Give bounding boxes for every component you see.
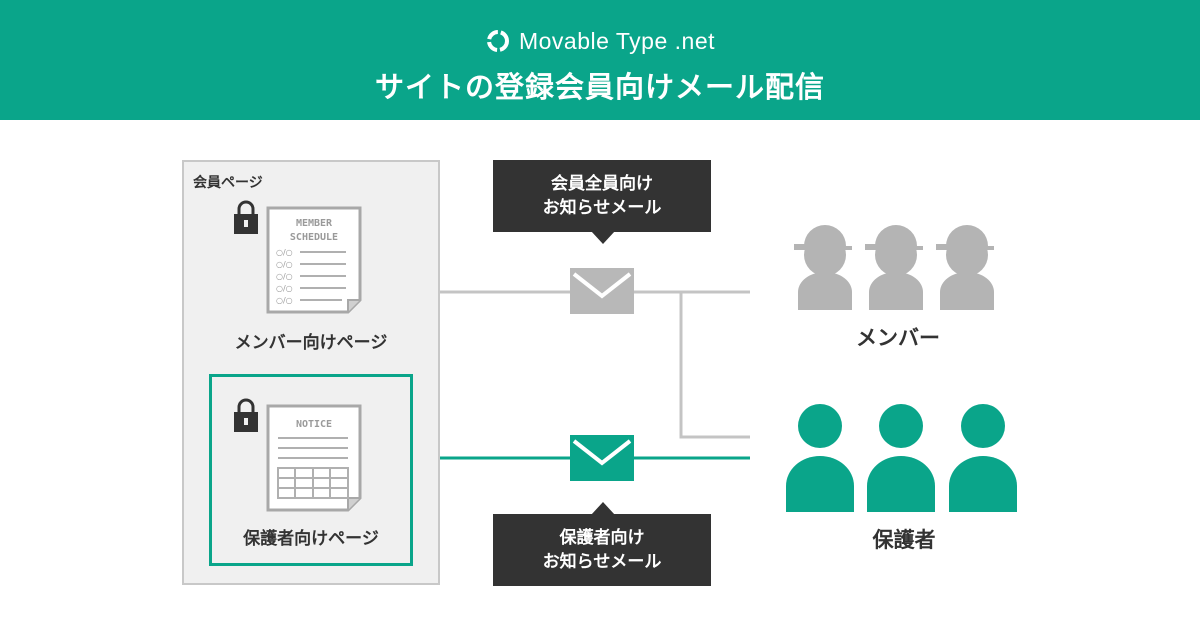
notice-document[interactable]: NOTICE — [232, 398, 367, 516]
guardian-person-icon — [949, 404, 1017, 512]
member-person-icon — [936, 225, 994, 310]
schedule-row-date: ○/○ — [276, 296, 293, 305]
schedule-row-date: ○/○ — [276, 248, 293, 257]
page-title: サイトの登録会員向けメール配信 — [374, 70, 825, 104]
member-page-label: メンバー向けページ — [234, 333, 388, 353]
members-group-icon — [794, 225, 994, 310]
guardian-person-icon — [786, 404, 854, 512]
member-area-label: 会員ページ — [193, 175, 263, 191]
guardians-label: 保護者 — [872, 528, 936, 552]
schedule-row-date: ○/○ — [276, 272, 293, 281]
doc-title-line1: MEMBER — [296, 218, 333, 229]
guardian-page-highlight — [209, 374, 413, 566]
member-schedule-document[interactable]: MEMBER SCHEDULE ○/○ ○/○ ○/○ ○/○ ○/○ — [232, 200, 367, 318]
lock-icon — [234, 398, 258, 432]
members-label: メンバー — [856, 326, 940, 350]
header-banner: Movable Type .net サイトの登録会員向けメール配信 — [0, 0, 1200, 120]
guardian-page-label: 保護者向けページ — [243, 529, 379, 549]
guardian-person-icon — [867, 404, 935, 512]
logo-text: Movable Type .net — [518, 27, 716, 54]
callout-pointer-up — [591, 502, 615, 515]
member-person-icon — [794, 225, 852, 310]
member-person-icon — [865, 225, 923, 310]
movable-type-logo-icon — [486, 30, 509, 52]
callout-pointer-down — [591, 231, 615, 244]
schedule-row-date: ○/○ — [276, 284, 293, 293]
lock-icon — [234, 200, 258, 234]
logo[interactable]: Movable Type .net — [0, 24, 1200, 58]
doc-title-line2: SCHEDULE — [290, 232, 338, 243]
doc-title: NOTICE — [296, 419, 332, 430]
all-members-mail-callout: 会員全員向け お知らせメール — [493, 160, 711, 232]
callout-line: お知らせメール — [542, 552, 662, 572]
member-branch-line — [679, 292, 750, 439]
guardian-mail-envelope-icon[interactable] — [566, 431, 638, 485]
schedule-row-date: ○/○ — [276, 260, 293, 269]
guardians-group-icon — [786, 404, 1017, 512]
member-mail-envelope-icon[interactable] — [566, 264, 638, 318]
guardian-mail-callout: 保護者向け お知らせメール — [493, 514, 711, 586]
callout-line: 保護者向け — [559, 528, 645, 548]
callout-line: 会員全員向け — [551, 174, 653, 194]
notice-table — [277, 467, 349, 499]
callout-line: お知らせメール — [542, 198, 662, 218]
